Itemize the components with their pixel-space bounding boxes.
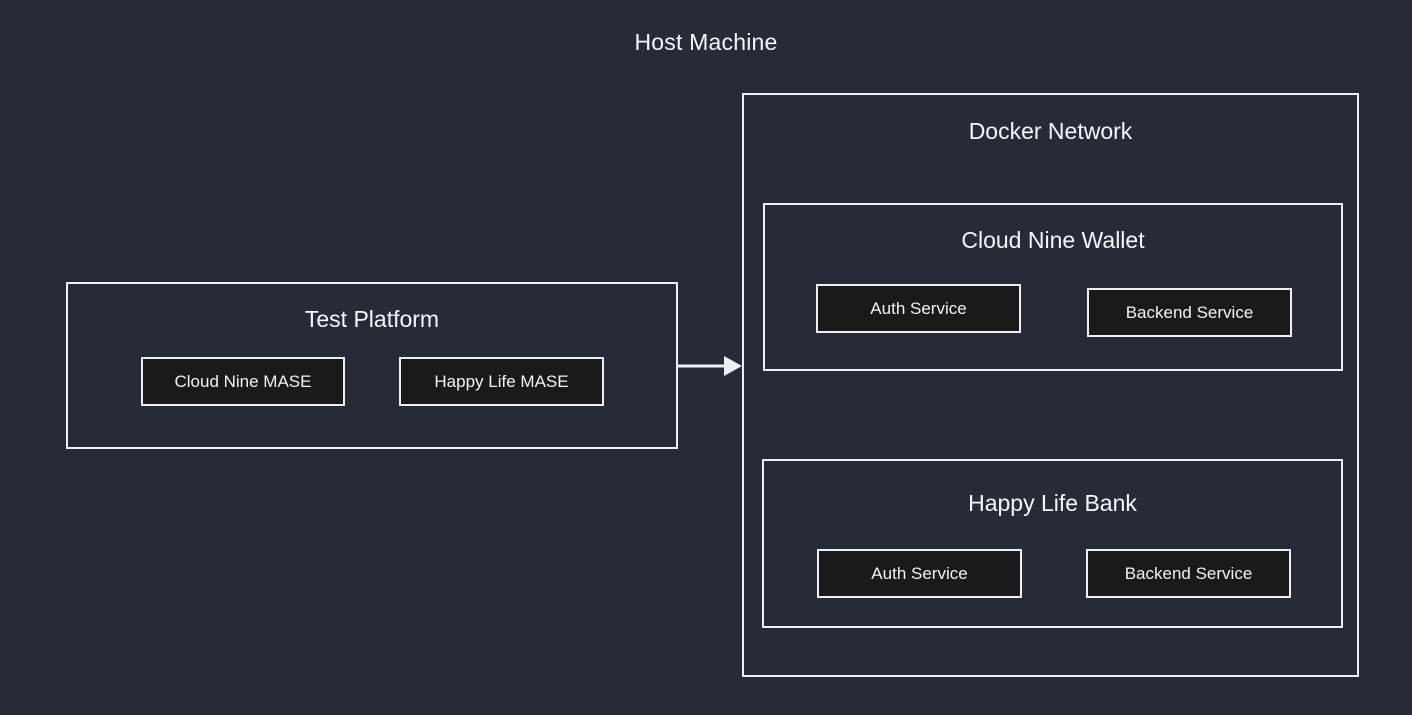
happy-life-bank-auth-service-label: Auth Service [871,563,968,583]
cloud-nine-wallet-group: Cloud Nine Wallet Auth Service Backend S… [763,203,1343,371]
cloud-nine-wallet-backend-service[interactable]: Backend Service [1087,288,1292,337]
test-platform-container: Test Platform Cloud Nine MASE Happy Life… [66,282,678,449]
happy-life-bank-auth-service[interactable]: Auth Service [817,549,1022,598]
test-platform-to-docker-network-arrow [678,352,744,380]
node-happy-life-mase-label: Happy Life MASE [434,371,569,391]
cloud-nine-wallet-auth-service[interactable]: Auth Service [816,284,1021,333]
happy-life-bank-backend-service[interactable]: Backend Service [1086,549,1291,598]
arrow-icon [678,356,742,376]
cloud-nine-wallet-backend-service-label: Backend Service [1125,302,1254,322]
node-happy-life-mase[interactable]: Happy Life MASE [399,357,604,406]
happy-life-bank-backend-service-label: Backend Service [1124,563,1253,583]
diagram-title: Host Machine [634,29,778,55]
docker-network-container: Docker Network Cloud Nine Wallet Auth Se… [742,93,1359,677]
docker-network-title: Docker Network [968,118,1133,144]
cloud-nine-wallet-title: Cloud Nine Wallet [961,227,1145,253]
happy-life-bank-group: Happy Life Bank Auth Service Backend Ser… [762,459,1343,628]
node-cloud-nine-mase-label: Cloud Nine MASE [174,371,312,391]
happy-life-bank-title: Happy Life Bank [968,490,1137,516]
cloud-nine-wallet-auth-service-label: Auth Service [870,298,967,318]
test-platform-title: Test Platform [304,306,440,332]
node-cloud-nine-mase[interactable]: Cloud Nine MASE [141,357,345,406]
